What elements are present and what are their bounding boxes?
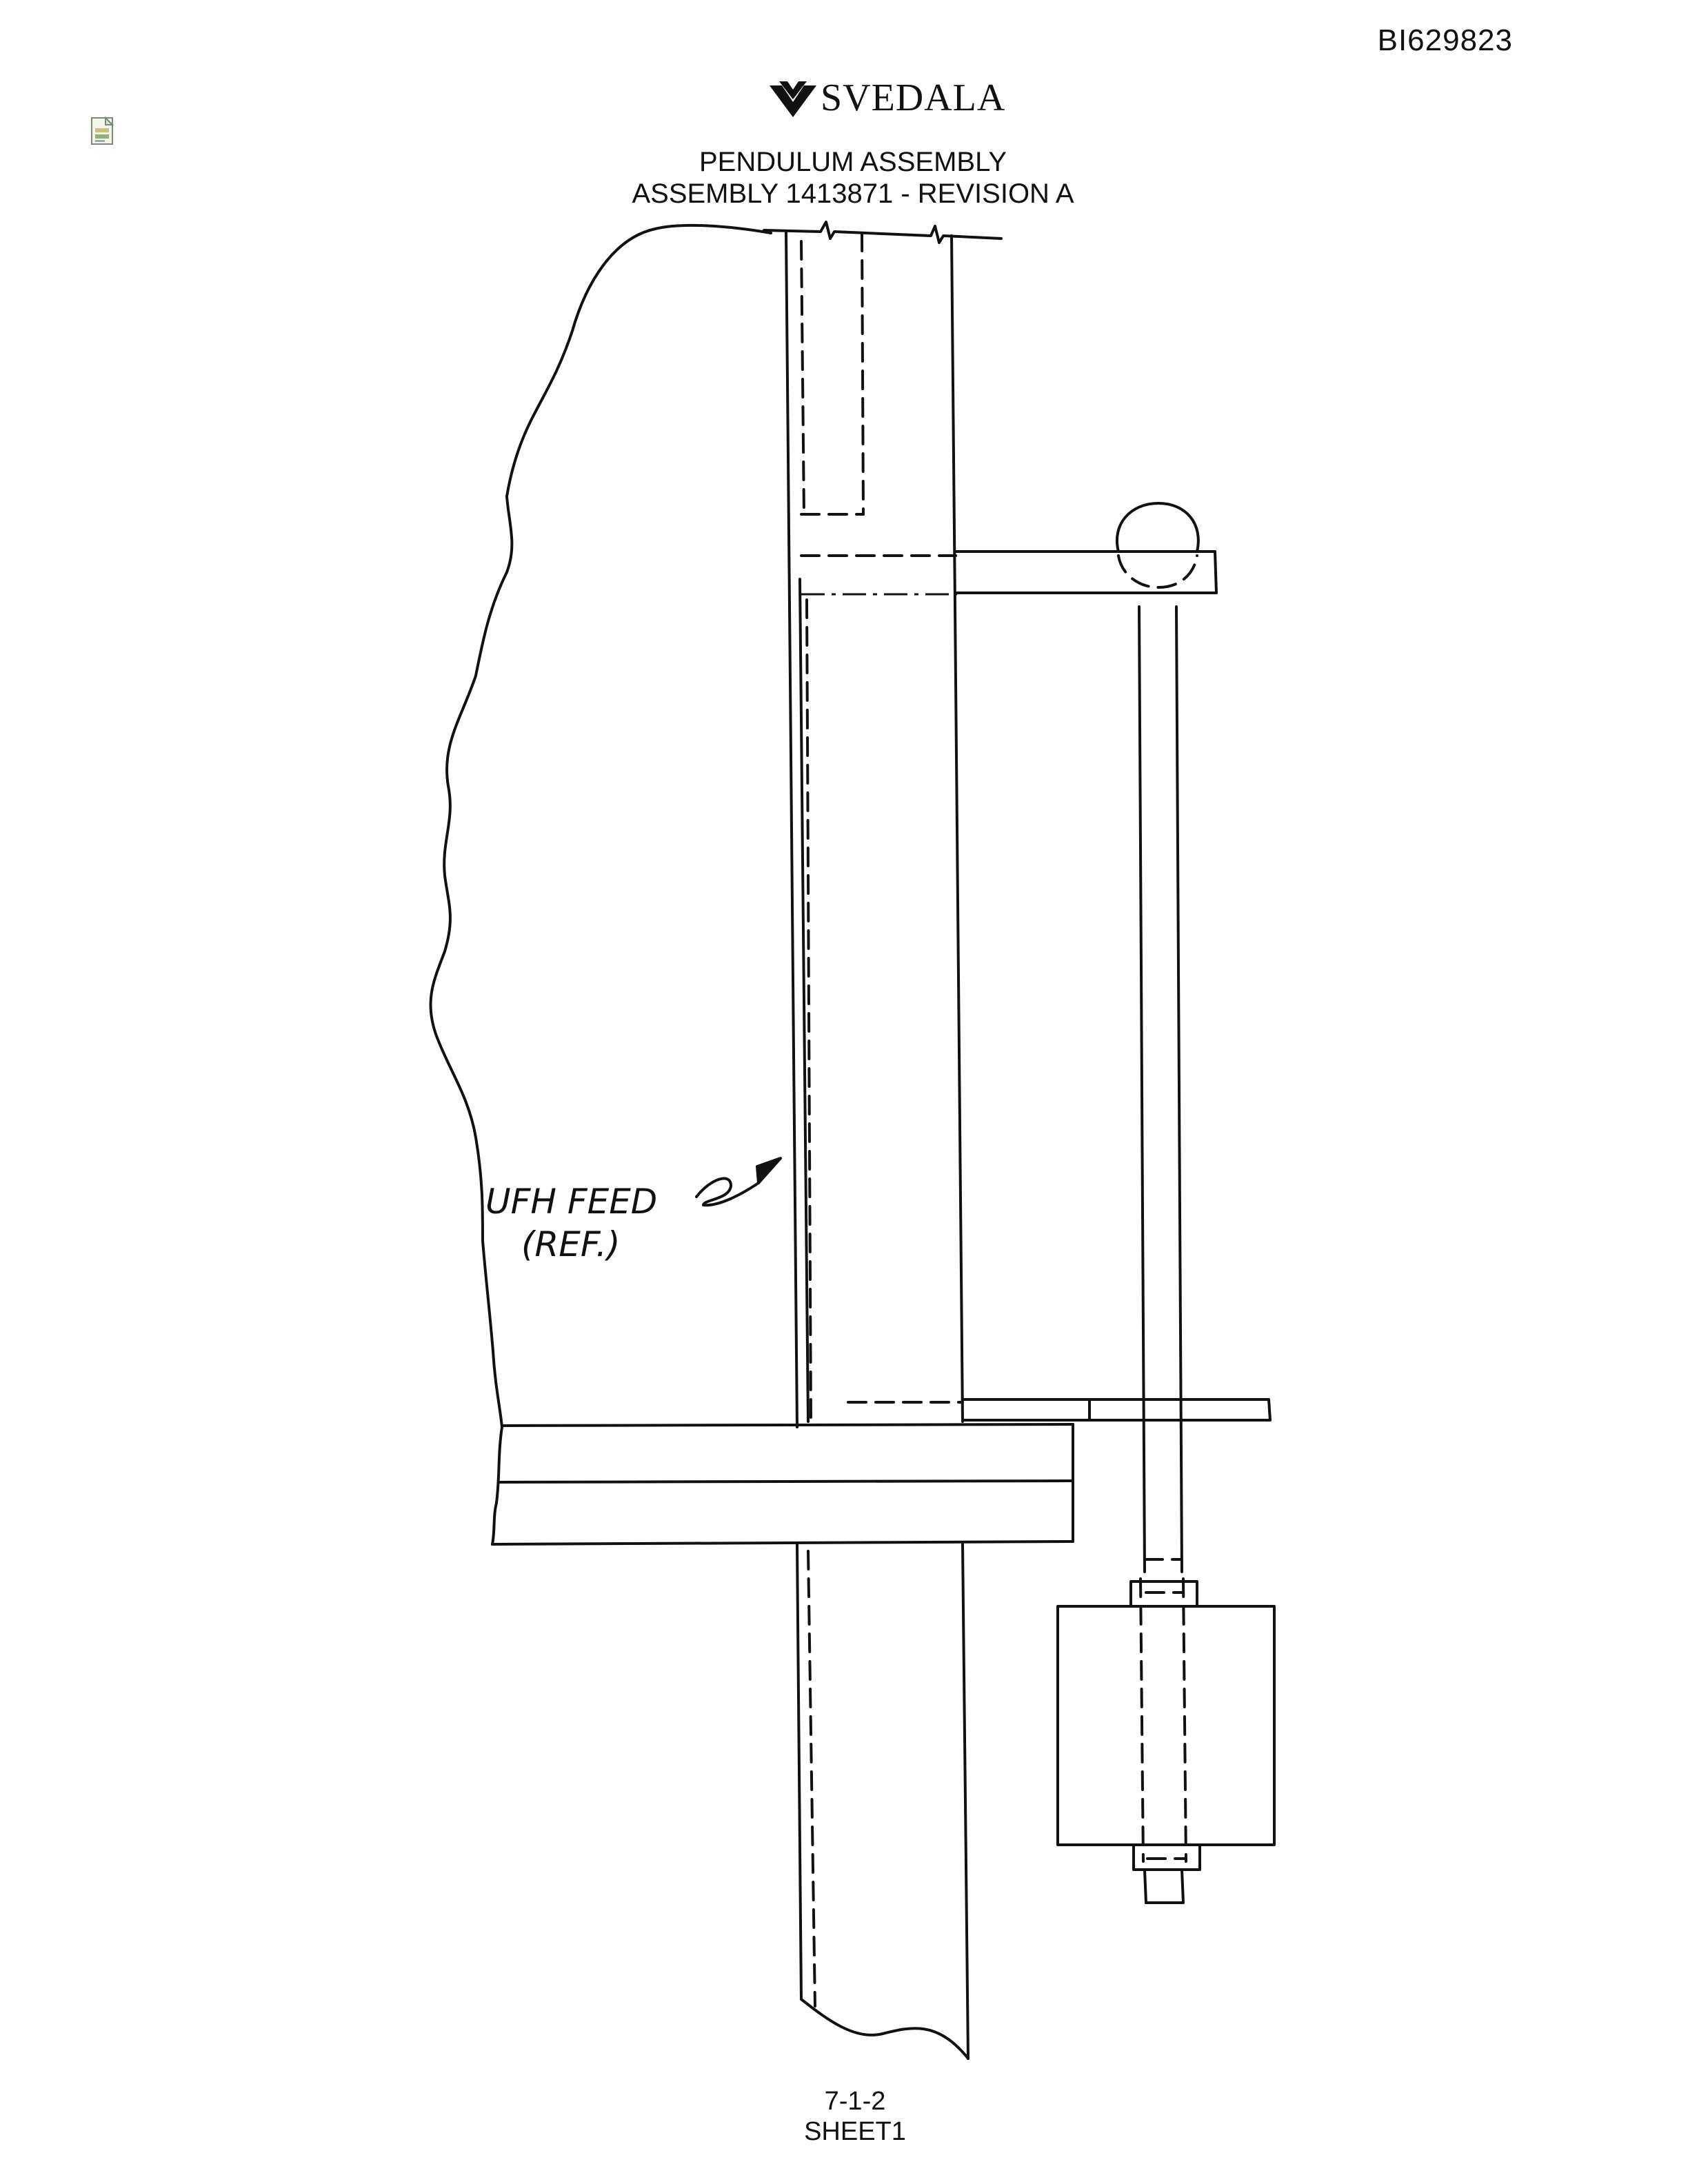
document-id: BI629823	[1377, 23, 1513, 57]
lower-column-break	[800, 1998, 969, 2060]
hidden-rod-in-weight-left	[1139, 1577, 1145, 1863]
svedala-logo: SVEDALA	[767, 74, 1005, 123]
material-outline	[429, 223, 772, 1546]
break-line	[763, 221, 1003, 244]
hidden-inner-left-upper	[800, 240, 805, 516]
column-outer-left	[785, 232, 798, 1428]
rod-right	[1175, 605, 1183, 1573]
callout-squiggle	[695, 1177, 760, 1207]
beam-top	[501, 1423, 1074, 1427]
title-line-2: ASSEMBLY 1413871 - REVISION A	[632, 179, 1074, 209]
column-outer-right	[950, 234, 964, 1423]
column-inner-left	[798, 578, 810, 1423]
page-footer: 7-1-2 SHEET1	[0, 2086, 1688, 2147]
counterweight	[1056, 1605, 1276, 1846]
hidden-column-inner	[805, 598, 812, 1422]
callout-label-line-1: UFH FEED	[485, 1182, 657, 1222]
callout-label-line-2: (REF.)	[521, 1224, 621, 1264]
arm-end	[1214, 550, 1218, 594]
hidden-ball-socket	[1117, 554, 1198, 589]
title-line-1: PENDULUM ASSEMBLY	[699, 147, 1007, 177]
callout-arrow-head	[756, 1157, 782, 1184]
sheet-label: SHEET1	[804, 2117, 906, 2146]
beam-bottom	[491, 1540, 1074, 1546]
logo-text: SVEDALA	[821, 77, 1006, 119]
bottom-nut	[1132, 1843, 1201, 1871]
rod-end-left	[1143, 1868, 1147, 1904]
document-icon[interactable]	[90, 116, 119, 148]
rod-left	[1138, 605, 1146, 1573]
plate-end	[1267, 1398, 1272, 1422]
top-nut	[1129, 1580, 1198, 1608]
hidden-rod-in-weight-right	[1182, 1577, 1187, 1863]
lower-column-right	[961, 1543, 969, 2060]
page-number: 7-1-2	[824, 2087, 886, 2116]
beam-mid	[498, 1479, 1074, 1484]
hidden-lower-column	[807, 1550, 816, 2008]
rod-end-right	[1180, 1868, 1185, 1904]
svedala-logo-mark-icon	[770, 81, 816, 117]
drawing-title: PENDULUM ASSEMBLY ASSEMBLY 1413871 - REV…	[0, 146, 1688, 210]
ball-pivot	[1116, 502, 1200, 553]
hidden-inner-right-upper	[861, 232, 865, 516]
lower-column-left	[796, 1543, 803, 2001]
